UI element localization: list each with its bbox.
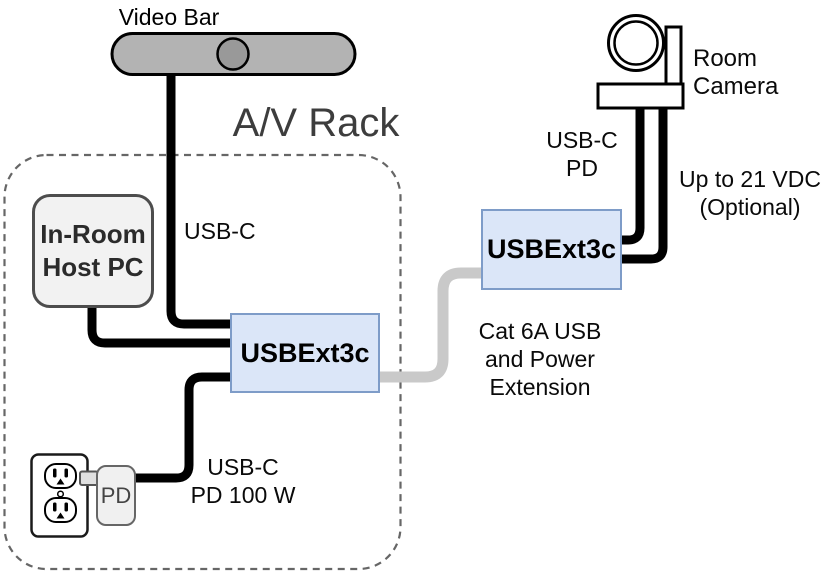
outlet-socket-bottom bbox=[44, 497, 77, 523]
usb-extender-camera-box: USBExt3c bbox=[481, 209, 622, 290]
black-cables bbox=[87, 74, 668, 483]
video-bar-label: Video Bar bbox=[118, 4, 220, 30]
video-bar-usb-c-cable bbox=[166, 74, 232, 329]
room-camera-label: Room Camera bbox=[693, 45, 779, 100]
usb-c-pd-cable-label: USB-C PD bbox=[546, 127, 618, 181]
camera-vdc-cable bbox=[620, 106, 668, 264]
room-camera bbox=[596, 14, 685, 110]
usb-c-cable-label: USB-C bbox=[184, 218, 256, 244]
video-bar bbox=[110, 32, 357, 76]
host-pc-box: In-Room Host PC bbox=[32, 194, 154, 308]
camera-mount bbox=[664, 25, 683, 89]
av-rack-title: A/V Rack bbox=[232, 101, 400, 145]
cat6a-extension-cable bbox=[379, 267, 484, 383]
usb-extender-rack-label: USBExt3c bbox=[240, 337, 370, 368]
camera-base bbox=[596, 82, 685, 110]
power-outlet bbox=[30, 453, 99, 538]
outlet-socket-slots bbox=[53, 468, 68, 519]
cat6a-cable-label: Cat 6A USB and Power Extension bbox=[478, 318, 602, 400]
usb-c-pd-100w-cable-label: USB-C PD 100 W bbox=[190, 454, 296, 508]
host-pc-label-line2: Host PC bbox=[42, 252, 144, 282]
outlet-socket-top bbox=[44, 463, 77, 489]
camera-lens-inner bbox=[613, 20, 659, 66]
vdc-optional-cable-label: Up to 21 VDC (Optional) bbox=[679, 166, 821, 220]
usb-extender-rack-box: USBExt3c bbox=[230, 313, 380, 393]
pd-power-adapter: PD bbox=[96, 465, 136, 526]
host-pc-cable bbox=[87, 305, 232, 348]
host-pc-label-line1: In-Room bbox=[40, 219, 146, 249]
usb-extender-camera-label: USBExt3c bbox=[486, 234, 617, 264]
camera-usb-c-pd-cable bbox=[620, 106, 645, 245]
pd-power-cable bbox=[133, 372, 232, 483]
pd-adapter-label: PD bbox=[100, 482, 132, 508]
outlet-screw bbox=[56, 490, 65, 498]
av-rack-boundary bbox=[3, 153, 402, 571]
video-bar-lens-icon bbox=[216, 37, 250, 71]
